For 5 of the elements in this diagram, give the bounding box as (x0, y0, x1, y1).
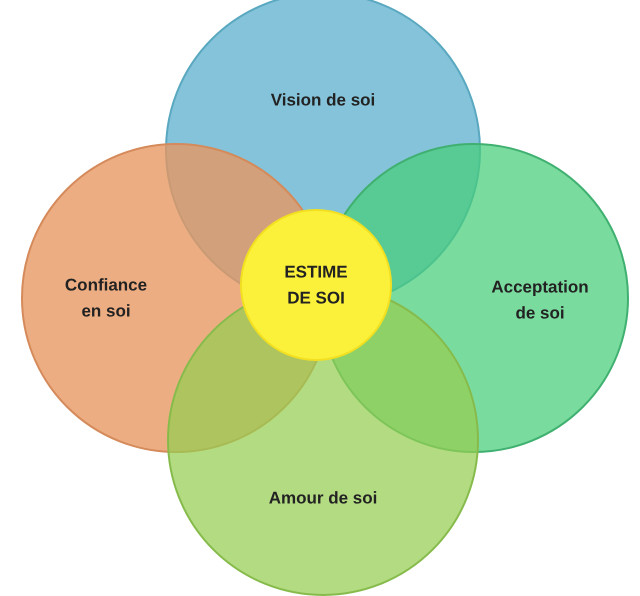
circle-label: ESTIME DE SOI (280, 260, 352, 310)
circle-label: Confiance en soi (60, 272, 152, 324)
circle-label: Vision de soi (243, 87, 403, 113)
circle-label: Acceptation de soi (487, 274, 593, 326)
circle-label: Amour de soi (243, 485, 403, 511)
